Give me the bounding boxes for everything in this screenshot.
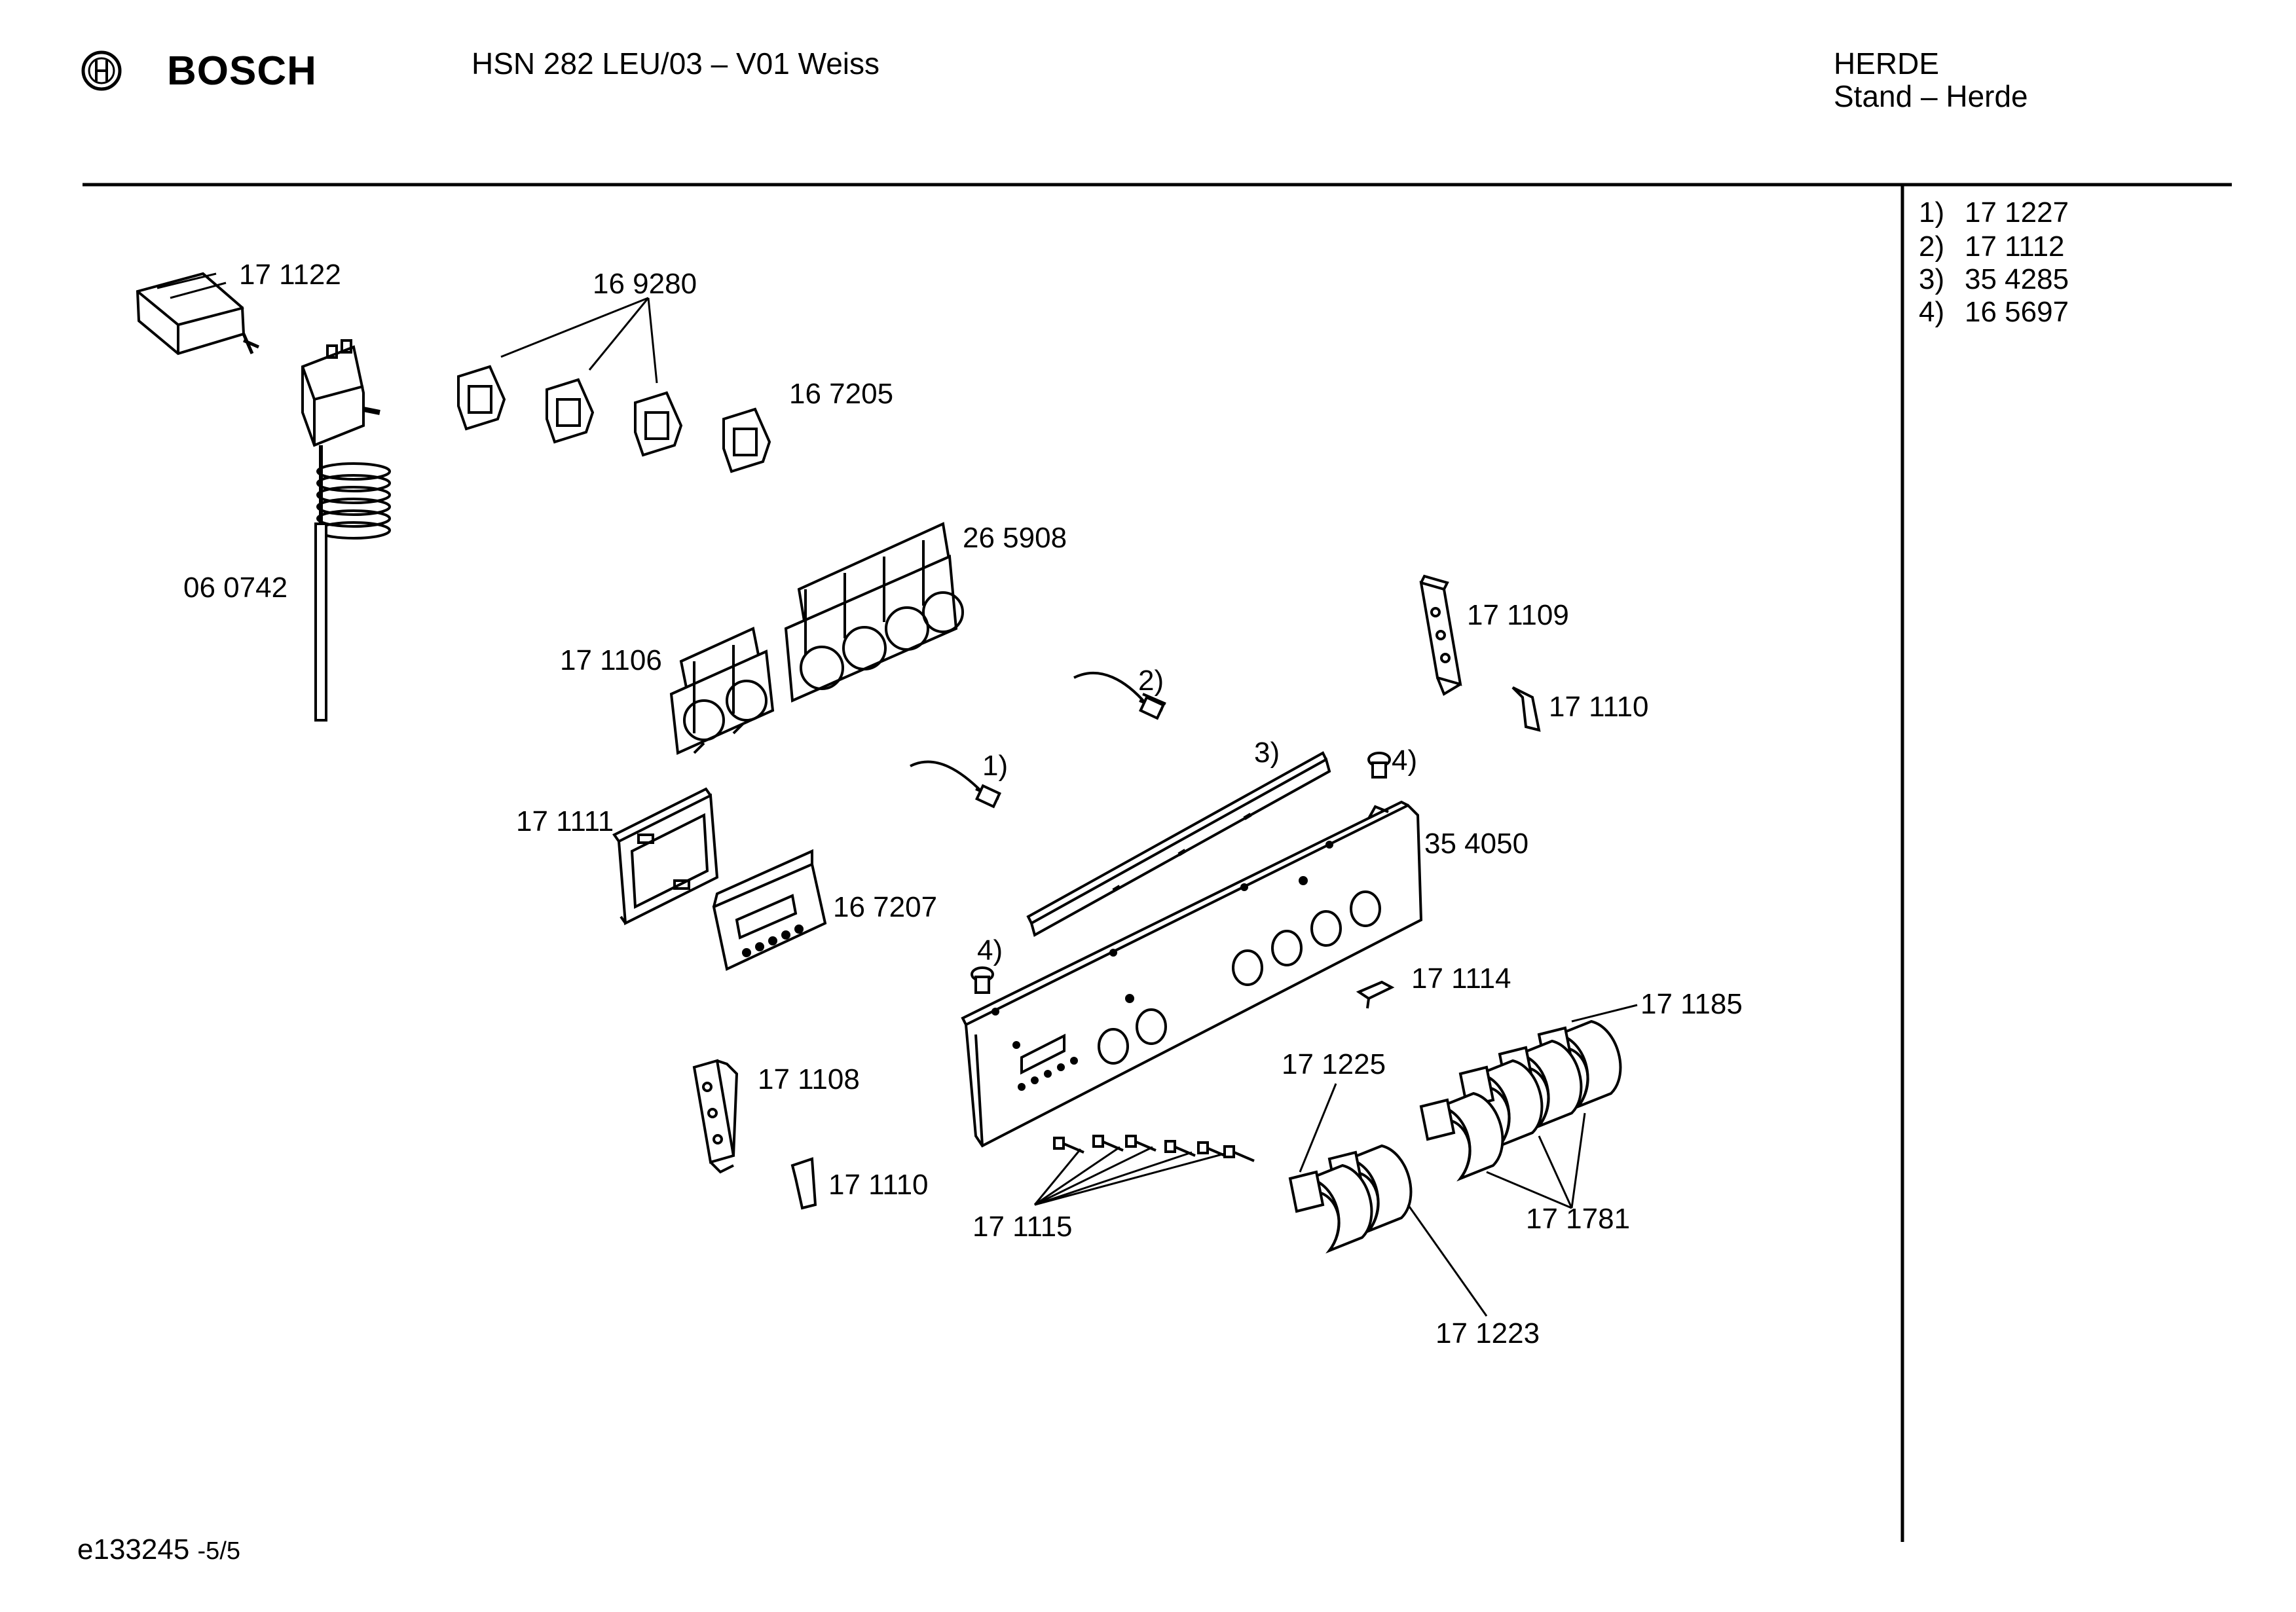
part-label-169280: 16 9280 bbox=[593, 268, 697, 300]
brand-name: BOSCH bbox=[167, 48, 317, 94]
part-167205-drawing bbox=[722, 407, 771, 473]
legend-part: 17 1227 bbox=[1965, 196, 2069, 229]
doc-id: e133245 bbox=[77, 1533, 190, 1566]
legend-part: 35 4285 bbox=[1965, 263, 2069, 295]
part-label-cb4b: 4) bbox=[977, 934, 1003, 966]
part-label-cb1: 1) bbox=[982, 750, 1009, 782]
category-title: HERDE bbox=[1834, 46, 1940, 81]
legend-key: 4) bbox=[1919, 296, 1945, 328]
part-265908-drawing bbox=[784, 522, 964, 703]
part-171122-drawing bbox=[136, 272, 259, 356]
part-171114-drawing bbox=[1356, 980, 1395, 1009]
part-label-cb4a: 4) bbox=[1392, 744, 1418, 777]
legend-part: 17 1112 bbox=[1965, 230, 2065, 263]
part-label-cb3: 3) bbox=[1254, 737, 1280, 769]
legend-row-1: 1) 17 1227 bbox=[1919, 196, 2069, 229]
subcategory-title: Stand – Herde bbox=[1834, 79, 2028, 113]
part-label-171225: 17 1225 bbox=[1282, 1048, 1386, 1080]
part-label-171111: 17 1111 bbox=[516, 805, 614, 837]
part-label-171106: 17 1106 bbox=[560, 644, 662, 676]
part-label-171185: 17 1185 bbox=[1640, 988, 1743, 1020]
legend-row-2: 2) 17 1112 bbox=[1919, 230, 2065, 263]
part-label-167205: 16 7205 bbox=[789, 378, 894, 410]
part-171111-drawing bbox=[612, 787, 719, 926]
part-171225-drawing bbox=[1288, 1083, 1488, 1317]
part-cb4a-drawing bbox=[1367, 752, 1391, 779]
part-cb1-drawing bbox=[910, 760, 1001, 809]
page-indicator: -5/5 bbox=[197, 1537, 241, 1565]
part-171106-drawing bbox=[669, 627, 775, 755]
legend-key: 1) bbox=[1919, 196, 1945, 229]
bosch-logo-icon bbox=[81, 50, 122, 91]
part-label-cb2: 2) bbox=[1138, 665, 1164, 697]
part-cb4b-drawing bbox=[971, 966, 994, 994]
part-171781-drawing bbox=[1419, 1004, 1638, 1209]
part-label-171781: 17 1781 bbox=[1526, 1203, 1631, 1235]
part-060742-drawing bbox=[301, 339, 391, 722]
part-171108-drawing bbox=[692, 1059, 739, 1174]
footer-doc-id: e133245 -5/5 bbox=[77, 1535, 240, 1564]
part-label-171223: 17 1223 bbox=[1435, 1317, 1540, 1349]
legend-key: 2) bbox=[1919, 230, 1945, 263]
part-label-354050: 35 4050 bbox=[1424, 828, 1529, 860]
part-171115-drawing bbox=[1033, 1135, 1255, 1206]
part-label-171110b: 17 1110 bbox=[828, 1169, 929, 1201]
part-label-171110a: 17 1110 bbox=[1549, 691, 1649, 723]
legend-row-4: 4) 16 5697 bbox=[1919, 296, 2069, 329]
part-cb2-drawing bbox=[1073, 671, 1166, 720]
part-label-167207: 16 7207 bbox=[833, 891, 938, 923]
part-171110b-drawing bbox=[790, 1157, 817, 1210]
part-167207-drawing bbox=[712, 849, 827, 971]
legend-key: 3) bbox=[1919, 263, 1945, 295]
legend-part: 16 5697 bbox=[1965, 296, 2069, 328]
part-label-060742: 06 0742 bbox=[183, 572, 288, 604]
legend-row-3: 3) 35 4285 bbox=[1919, 263, 2069, 296]
part-354050-drawing bbox=[961, 800, 1423, 1148]
part-171110a-drawing bbox=[1511, 686, 1541, 732]
part-cb3-drawing bbox=[1026, 751, 1331, 937]
part-label-171109: 17 1109 bbox=[1467, 599, 1569, 631]
part-171109-drawing bbox=[1419, 574, 1462, 696]
model-title: HSN 282 LEU/03 – V01 Weiss bbox=[472, 46, 880, 81]
part-label-171115: 17 1115 bbox=[972, 1211, 1073, 1243]
part-label-171122: 17 1122 bbox=[239, 259, 341, 291]
part-label-265908: 26 5908 bbox=[963, 522, 1067, 554]
part-169280-drawing bbox=[457, 297, 683, 457]
part-label-171108: 17 1108 bbox=[758, 1063, 860, 1095]
part-label-171114: 17 1114 bbox=[1411, 962, 1511, 995]
